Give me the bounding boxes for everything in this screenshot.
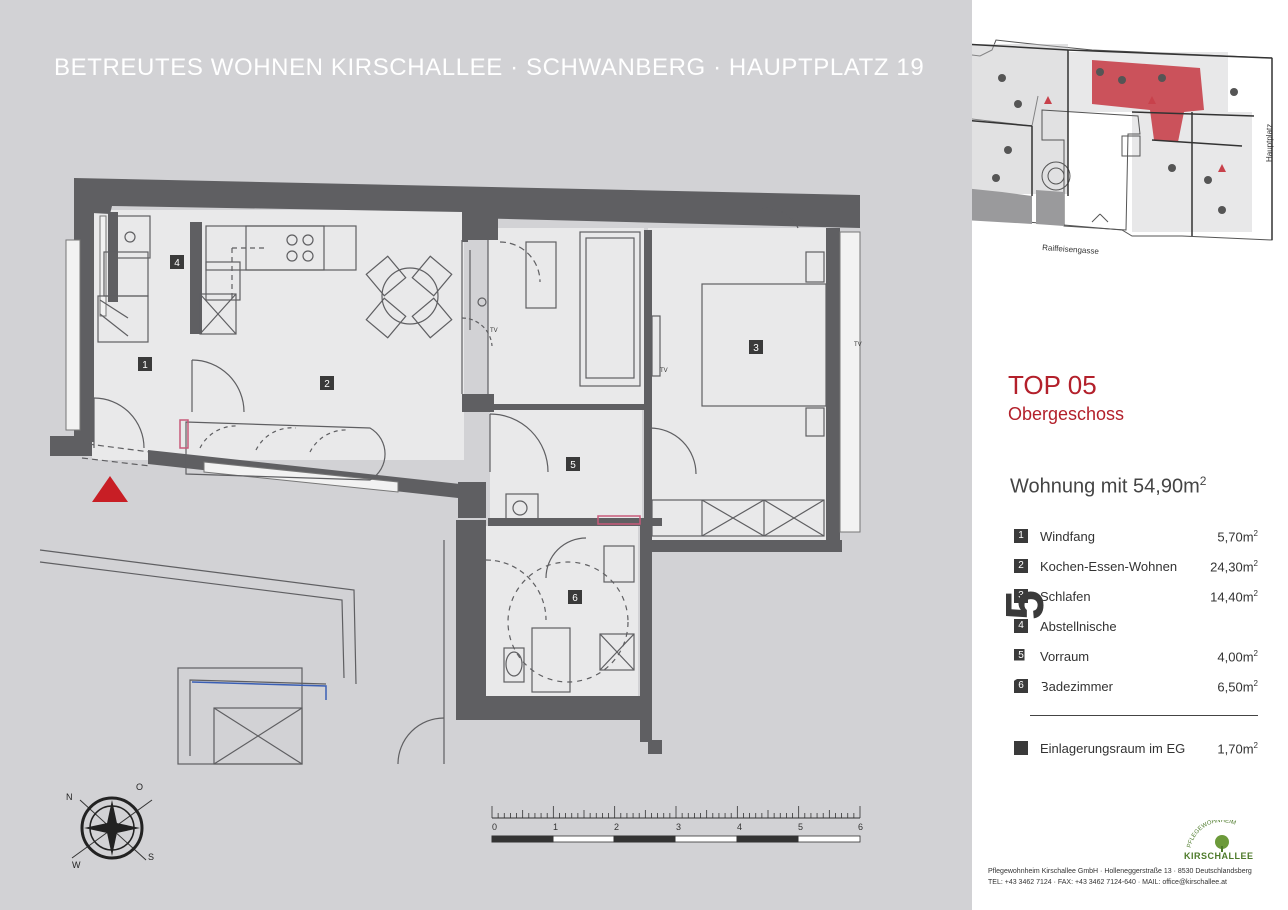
- tv-label: TV: [490, 328, 498, 334]
- room-area: 24,30m2: [1210, 559, 1258, 574]
- room-area: 14,40m2: [1210, 589, 1258, 604]
- apartment-size-unit: 2: [1199, 474, 1207, 488]
- room-area-unit: 2: [1253, 649, 1258, 658]
- scale-bar: [491, 806, 861, 843]
- tv-label: TV: [854, 342, 862, 348]
- scale-labels: 0 1 2 3 4 5 6: [492, 822, 863, 832]
- room-number: 1: [1014, 529, 1028, 543]
- room-area-value: 24,30m: [1210, 559, 1254, 575]
- entrance-arrow-icon: [92, 476, 128, 502]
- site-plan: Raiffeisengasse Hauptplatz: [972, 39, 1274, 256]
- room-name: Badezimmer: [1040, 679, 1113, 694]
- info-panel: Raiffeisengasse Hauptplatz TOP 05 Oberge…: [972, 0, 1288, 910]
- storage-area-unit: 2: [1253, 741, 1258, 750]
- storage-name: Einlagerungsraum im EG: [1040, 741, 1186, 756]
- room-area-unit: 2: [1253, 559, 1258, 568]
- street-raiffeisengasse: Raiffeisengasse: [1042, 243, 1100, 256]
- compass-icon: N O S W: [66, 782, 154, 870]
- storage-row: Einlagerungsraum im EG 1,70m2: [1014, 740, 1258, 760]
- page-title: BETREUTES WOHNEN KIRSCHALLEE · SCHWANBER…: [54, 54, 925, 81]
- room-area-unit: 2: [1253, 589, 1258, 598]
- list-item: 5 Vorraum 4,00m2: [1014, 648, 1258, 678]
- scale-label: 1: [553, 822, 558, 832]
- list-item: 1 Windfang 5,70m2: [1014, 528, 1258, 558]
- room-area-value: 14,40m: [1210, 589, 1254, 605]
- vertical-top-number: 5: [995, 589, 1055, 620]
- compass-n: N: [66, 792, 73, 802]
- room-area: 5,70m2: [1217, 529, 1258, 544]
- vertical-top-label: TOP 5: [995, 557, 1055, 777]
- room-area-value: 5,70m: [1217, 529, 1254, 545]
- footer-contact: TEL: +43 3462 7124 · FAX: +43 3462 7124-…: [988, 879, 1227, 886]
- room-name: Kochen-Essen-Wohnen: [1040, 559, 1178, 574]
- room-tag: 1: [142, 360, 148, 371]
- apartment-size-text: Wohnung mit 54,90m: [1010, 475, 1200, 498]
- floor-plan-area: TV TV TV 4 1 2 3 5 6: [0, 0, 972, 910]
- room-number: 2: [1014, 559, 1028, 573]
- room-area-unit: 2: [1253, 679, 1258, 688]
- pink-marker-2: [597, 515, 641, 525]
- furniture: [39, 207, 827, 765]
- room-area-unit: 2: [1253, 529, 1258, 538]
- room-tag: 6: [572, 593, 578, 604]
- compass-o: O: [136, 782, 143, 792]
- logo-arc-text: PFLEGEWOHNHEIM: [1187, 820, 1237, 849]
- scale-label: 3: [676, 822, 681, 832]
- room-name: Windfang: [1040, 529, 1095, 544]
- pink-marker: [179, 419, 189, 449]
- scale-label: 5: [798, 822, 803, 832]
- scale-label: 6: [858, 822, 863, 832]
- room-number: 4: [1014, 619, 1028, 633]
- room-list: 1 Windfang 5,70m2 2 Kochen-Essen-Wohnen …: [1014, 528, 1258, 708]
- storage-marker: [1014, 741, 1028, 755]
- apartment-size: Wohnung mit 54,90m2: [1010, 474, 1206, 499]
- room-area-value: 6,50m: [1217, 679, 1254, 695]
- scale-label: 2: [614, 822, 619, 832]
- room-area: 6,50m2: [1217, 679, 1258, 694]
- room-tag: 5: [570, 460, 576, 471]
- room-number: 5: [1014, 649, 1028, 663]
- footer-address: Pflegewohnheim Kirschallee GmbH · Hollen…: [988, 868, 1252, 875]
- compass-s: S: [148, 852, 154, 862]
- list-item: 2 Kochen-Essen-Wohnen 24,30m2: [1014, 558, 1258, 588]
- room-tag: 4: [174, 258, 180, 269]
- room-area-value: 4,00m: [1217, 649, 1254, 665]
- list-item: 3 Schlafen 14,40m2: [1014, 588, 1258, 618]
- logo-name: KIRSCHALLEE: [1184, 851, 1254, 861]
- room-area: 4,00m2: [1217, 649, 1258, 664]
- compass-w: W: [72, 860, 81, 870]
- list-item: 6 Badezimmer 6,50m2: [1014, 678, 1258, 708]
- room-tags: 4 1 2 3 5 6: [138, 255, 763, 604]
- top-subtitle: Obergeschoss: [1008, 404, 1125, 424]
- room-number: 6: [1014, 679, 1028, 693]
- room-name: Abstellnische: [1040, 619, 1117, 634]
- vertical-top-word: TOP: [995, 635, 1055, 745]
- scale-label: 0: [492, 822, 497, 832]
- room-number: 3: [1014, 589, 1028, 603]
- storage-area: 1,70m2: [1217, 741, 1258, 756]
- room-name: Vorraum: [1040, 649, 1090, 664]
- kirschallee-logo: PFLEGEWOHNHEIM: [1187, 820, 1237, 852]
- divider: [1030, 715, 1258, 716]
- svg-text:PFLEGEWOHNHEIM: PFLEGEWOHNHEIM: [1187, 820, 1237, 849]
- list-item: 4 Abstellnische: [1014, 618, 1258, 648]
- floor-plan: TV TV TV 4 1 2 3 5 6: [39, 178, 863, 870]
- room-tag: 2: [324, 379, 330, 390]
- room-tag: 3: [753, 343, 759, 354]
- storage-area-value: 1,70m: [1217, 741, 1254, 757]
- windows: [65, 215, 861, 533]
- blue-line: [191, 681, 327, 700]
- street-hauptplatz: Hauptplatz: [1265, 124, 1274, 162]
- top-title: TOP 05: [1008, 370, 1097, 400]
- scale-label: 4: [737, 822, 742, 832]
- tv-label: TV: [660, 368, 668, 374]
- room-name: Schlafen: [1040, 589, 1091, 604]
